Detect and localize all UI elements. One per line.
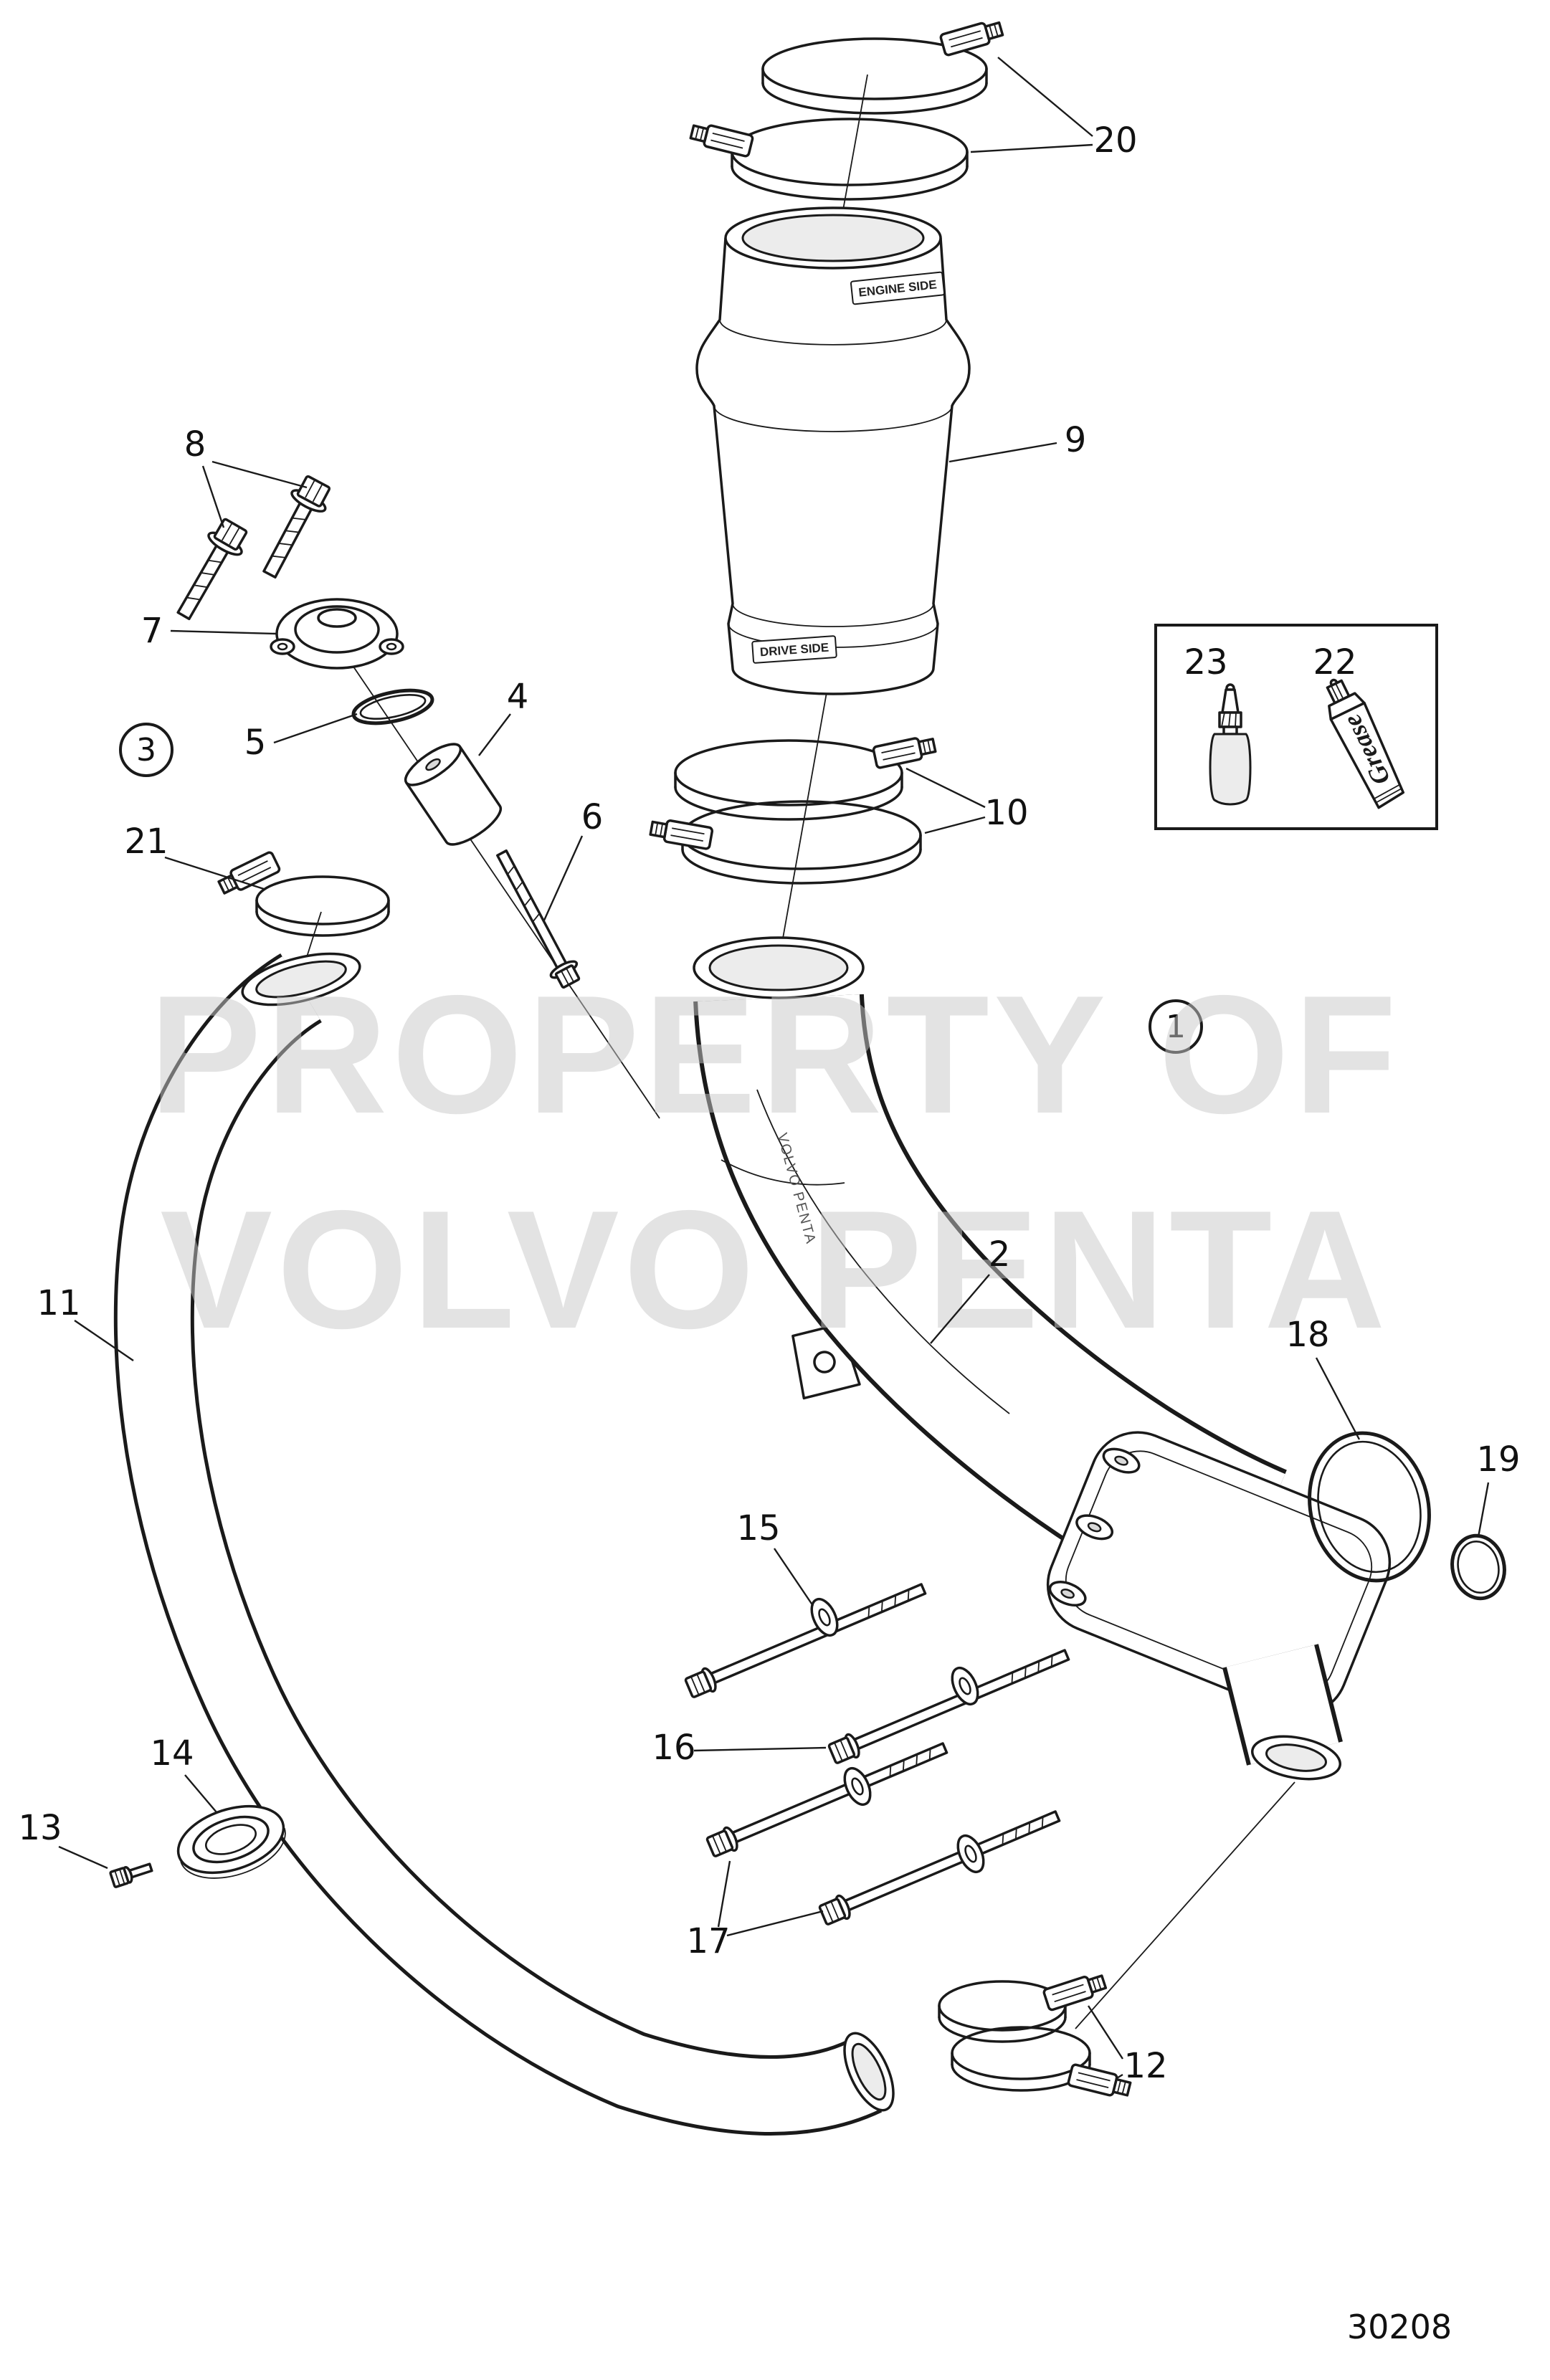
watermark-line1: PROPERTY OF xyxy=(149,960,1401,1148)
circled-ref-3: 3 xyxy=(119,723,173,777)
clamp-screw xyxy=(938,17,1005,57)
callout-5: 5 xyxy=(244,723,267,763)
circled-ref-1: 1 xyxy=(1149,999,1203,1054)
callout-20: 20 xyxy=(1093,120,1137,161)
engine-side-label: ENGINE SIDE xyxy=(850,271,946,305)
hose-clamp xyxy=(938,1970,1108,2043)
washer xyxy=(838,1763,877,1810)
o-ring-large xyxy=(1308,1431,1431,1583)
pipe-2-inlet-opening xyxy=(693,936,865,999)
hose-clamp-pair-lower xyxy=(938,1970,1133,2101)
watermark-line2: VOLVO PENTA xyxy=(160,1175,1389,1363)
bolt-boss xyxy=(1075,1514,1114,1541)
clamp-screw xyxy=(650,818,713,849)
callout-2: 2 xyxy=(989,1234,1011,1275)
callout-21: 21 xyxy=(124,822,168,862)
mounting-bolt xyxy=(826,1642,1073,1767)
callout-18: 18 xyxy=(1285,1315,1329,1355)
hose-clamp xyxy=(761,17,1005,115)
hose-clamp xyxy=(674,733,938,821)
bolt-boss xyxy=(1048,1581,1087,1607)
callout-8: 8 xyxy=(184,424,206,465)
callout-12: 12 xyxy=(1123,2046,1167,2086)
flange-housing xyxy=(1046,1431,1392,1781)
callout-4: 4 xyxy=(507,677,529,717)
clamp-screw xyxy=(690,121,753,156)
callout-23: 23 xyxy=(1184,642,1227,682)
hose-clamp xyxy=(650,800,922,885)
hose-clamp-21 xyxy=(217,852,390,937)
callout-22: 22 xyxy=(1313,642,1356,682)
service-kit-box: Grease xyxy=(1154,624,1438,830)
bolt-boss xyxy=(1102,1447,1141,1474)
hose-clamp xyxy=(951,2026,1133,2101)
callout-19: 19 xyxy=(1476,1439,1520,1480)
spacer-sleeve xyxy=(404,743,503,846)
circled-1-text: 1 xyxy=(1166,1009,1186,1045)
callout-11: 11 xyxy=(37,1283,80,1323)
outlet-stub xyxy=(1222,1644,1343,1781)
hose-clamp-pair-upper xyxy=(690,17,1005,201)
callout-labels: 8 7 5 4 6 21 20 9 10 2 18 19 11 15 16 17… xyxy=(18,120,1520,2086)
small-bolt xyxy=(108,1858,155,1889)
pipe-11-end-opening xyxy=(843,2032,895,2112)
clamp-screw xyxy=(1066,2062,1133,2101)
watermark: PROPERTY OF VOLVO PENTA xyxy=(149,960,1401,1363)
callout-17: 17 xyxy=(686,1921,730,1961)
rubber-bellows-connector: ENGINE SIDE DRIVE SIDE xyxy=(695,206,971,695)
cover-cap xyxy=(270,598,404,670)
flange-bolt xyxy=(166,514,254,627)
callout-16: 16 xyxy=(652,1728,695,1768)
callout-9: 9 xyxy=(1065,420,1087,460)
callout-13: 13 xyxy=(18,1808,62,1848)
callout-6: 6 xyxy=(581,797,604,837)
callout-15: 15 xyxy=(736,1508,780,1548)
callout-7: 7 xyxy=(141,611,163,651)
callout-14: 14 xyxy=(150,1733,194,1774)
sealing-ring xyxy=(351,688,434,725)
callout-leaders xyxy=(58,57,1490,2080)
exhaust-hose-pipe xyxy=(113,952,895,2136)
callout-10: 10 xyxy=(984,793,1028,833)
clamp-screw xyxy=(871,733,938,770)
mounting-bolt xyxy=(817,1804,1064,1928)
grease-tube: Grease xyxy=(1326,678,1405,809)
drawing-number: 30208 xyxy=(1347,2308,1452,2346)
pipe-11-opening xyxy=(241,952,361,1006)
flange-bolt xyxy=(252,472,337,584)
circled-3-text: 3 xyxy=(136,732,156,768)
hose-clamp xyxy=(690,118,969,201)
drive-side-label: DRIVE SIDE xyxy=(751,635,837,664)
hose-clamp-pair-middle xyxy=(650,733,938,885)
washer xyxy=(951,1830,990,1877)
seal-ring xyxy=(176,1804,286,1879)
sealant-bottle xyxy=(1209,683,1252,806)
mounting-bolt xyxy=(704,1736,951,1860)
clamp-screw xyxy=(217,852,280,898)
o-ring-small xyxy=(1450,1533,1506,1601)
